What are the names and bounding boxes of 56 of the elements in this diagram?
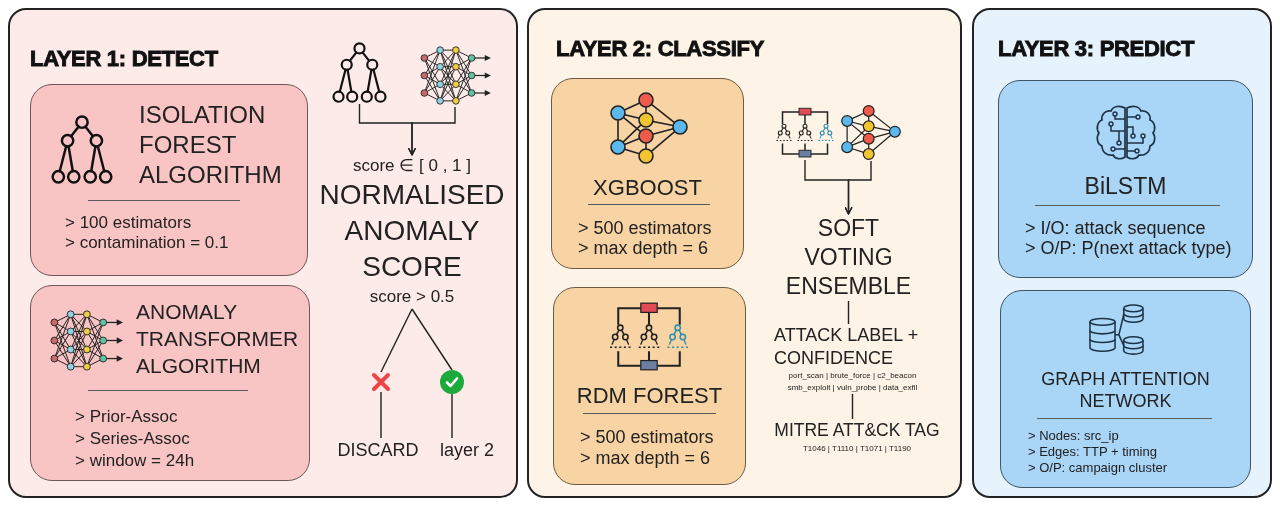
connector-line — [851, 393, 854, 420]
model-name: XGBOOST — [592, 175, 703, 201]
metric-label: NORMALISED ANOMALY SCORE — [318, 178, 506, 284]
connector-line — [451, 393, 453, 439]
connector-line — [380, 308, 413, 373]
outcome-label: DISCARD — [333, 438, 423, 462]
parameter-text: > window = 24h — [75, 450, 195, 472]
outcome-label: layer 2 — [440, 438, 500, 462]
parameter-text: > Edges: TTP + timing — [1028, 444, 1157, 460]
connector-line — [380, 391, 382, 439]
panel-title: LAYER 3: PREDICT — [998, 36, 1195, 62]
parameter-text: > max depth = 6 — [580, 448, 711, 469]
parameter-text: > O/P: P(next attack type) — [1025, 238, 1232, 258]
parameter-text: > I/O: attack sequence — [1025, 218, 1206, 238]
panel-title: LAYER 1: DETECT — [30, 46, 218, 72]
threshold-text: score > 0.5 — [368, 286, 456, 308]
arrow — [844, 160, 872, 215]
layer-panel — [8, 8, 518, 498]
model-card — [551, 78, 744, 269]
model-name: RDM FOREST — [575, 383, 724, 409]
forest-icon — [775, 106, 835, 160]
graph-icon — [840, 104, 902, 161]
technique-id-text: T1046 | T1110 | T1071 | T1190 — [801, 443, 913, 455]
parameter-text: > max depth = 6 — [578, 238, 709, 258]
cross-icon — [371, 372, 391, 392]
model-card — [30, 84, 308, 276]
model-card — [1000, 290, 1251, 488]
connector-line — [847, 300, 850, 325]
tag-label: MITRE ATT&CK TAG — [773, 419, 941, 441]
check-icon — [440, 370, 464, 394]
layer-panel — [527, 8, 962, 498]
output-label: ATTACK LABEL + CONFIDENCE — [773, 324, 920, 370]
parameter-text: > Series-Assoc — [75, 428, 190, 450]
parameter-text: > O/P: campaign cluster — [1028, 460, 1168, 476]
arrow — [408, 106, 456, 156]
panel-title: LAYER 2: CLASSIFY — [556, 36, 764, 62]
model-card — [998, 80, 1253, 278]
model-card — [553, 287, 746, 485]
model-name: GRAPH ATTENTION NETWORK — [1040, 368, 1211, 412]
class-list-text: port_scan | brute_force | c2_beacon smb_exploit | vuln_probe | data_exfil — [786, 370, 919, 394]
model-name: BiLSTM — [1083, 172, 1168, 200]
parameter-text: > contamination = 0.1 — [65, 233, 229, 253]
parameter-text: > Prior-Assoc — [75, 406, 178, 428]
layer-panel — [972, 8, 1272, 498]
model-name: ANOMALY TRANSFORMER ALGORITHM — [136, 299, 300, 379]
model-name: ISOLATION FOREST ALGORITHM — [139, 100, 283, 190]
parameter-text: > Nodes: src_ip — [1028, 428, 1119, 444]
connector-line — [411, 308, 453, 371]
model-card — [30, 285, 310, 481]
tree-icon — [332, 42, 387, 104]
neural-network-icon — [418, 44, 492, 107]
score-range-text: score ∈ [ 0 , 1 ] — [352, 155, 472, 177]
parameter-text: > 100 estimators — [65, 213, 192, 233]
parameter-text: > 500 estimators — [580, 427, 714, 448]
ensemble-label: SOFT VOTING ENSEMBLE — [776, 214, 921, 301]
parameter-text: > 500 estimators — [578, 218, 712, 238]
